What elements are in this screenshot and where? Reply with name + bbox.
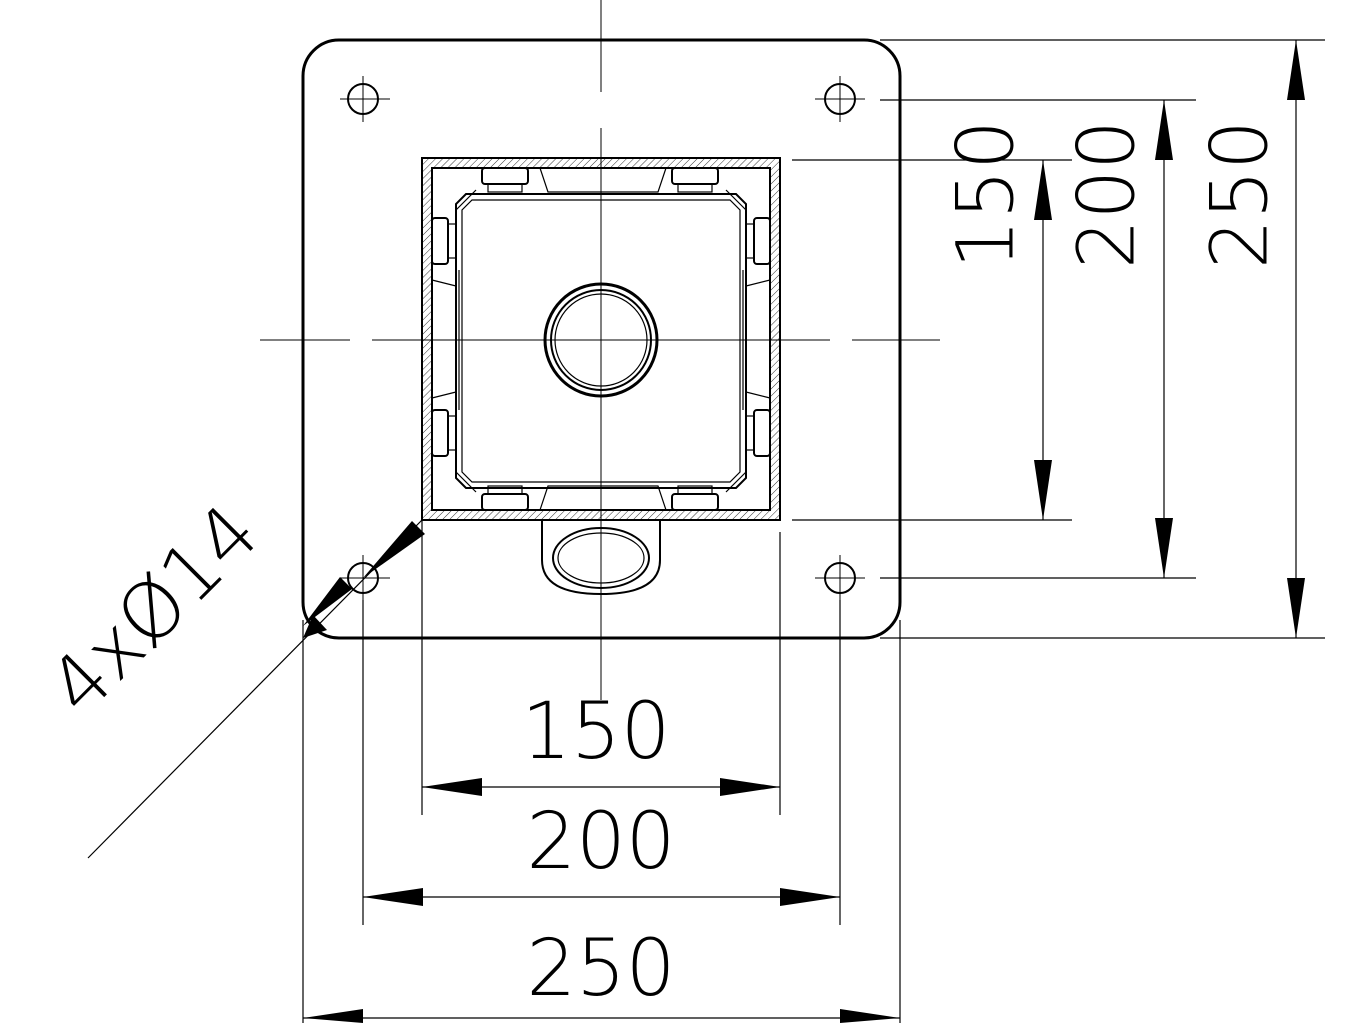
hole-top-right — [815, 76, 865, 122]
hole-top-left — [340, 76, 390, 122]
dim-right-250: 250 — [1196, 120, 1286, 269]
dimension-lines-right — [1034, 40, 1305, 638]
dim-holes-label: 4xØ14 — [32, 488, 277, 733]
mounting-holes — [340, 76, 865, 601]
extension-lines — [302, 39, 1325, 1023]
dim-bottom-150: 150 — [522, 687, 671, 777]
hole-leader — [87, 519, 425, 859]
hole-bottom-right — [815, 555, 865, 601]
dim-right-200: 200 — [1063, 120, 1153, 269]
dim-bottom-200: 200 — [527, 797, 676, 887]
dim-right-150: 150 — [942, 120, 1032, 269]
dim-bottom-250: 250 — [527, 924, 676, 1014]
cable-outlet — [541, 520, 661, 596]
central-tube — [543, 282, 659, 398]
center-lines — [260, 0, 940, 700]
dimension-lines-bottom — [303, 778, 900, 1023]
square-profile — [421, 157, 781, 521]
